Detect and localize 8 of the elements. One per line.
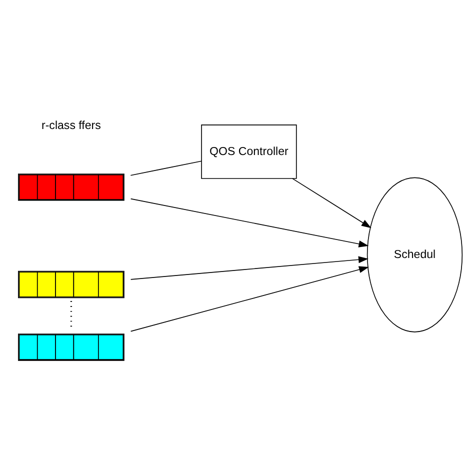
node-ellipse: Schedul xyxy=(366,176,463,332)
arrow xyxy=(130,266,369,332)
connector xyxy=(130,160,202,176)
arrow xyxy=(130,256,368,280)
node-box: QOS Controller xyxy=(201,124,297,178)
arrow xyxy=(292,178,372,228)
arrow xyxy=(130,198,369,247)
label: r-class ffers xyxy=(42,120,101,132)
